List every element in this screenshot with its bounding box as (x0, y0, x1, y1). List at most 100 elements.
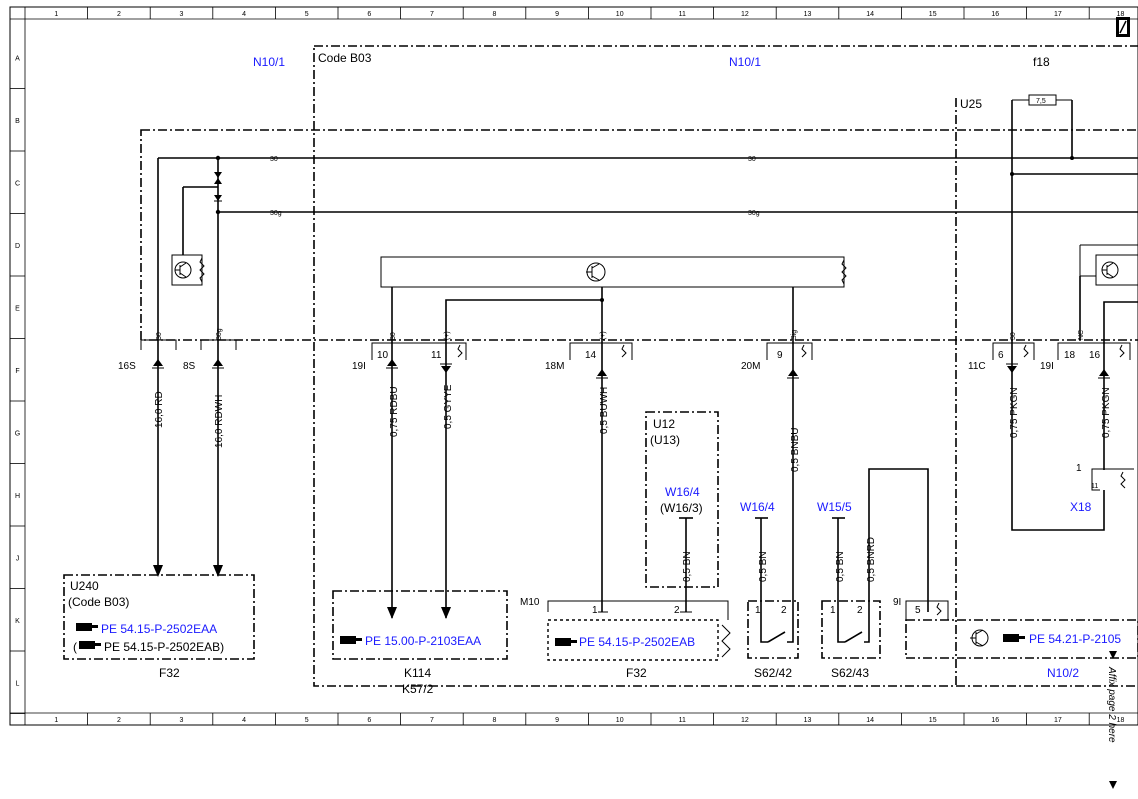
label-n10-2: N10/2 (1047, 666, 1079, 680)
arrow-icon (1109, 781, 1117, 789)
wire-16rdwh: 16,0 RDWH (214, 395, 225, 448)
wire-075pkgn-b: 0,75 PKGN (1101, 387, 1112, 438)
grid-column-label: 11 (679, 717, 686, 724)
ref-u240-a: PE 54.15-P-2502EAA (101, 622, 217, 636)
grid-column-label: 12 (741, 717, 749, 724)
grid-column-label: 17 (1054, 717, 1062, 724)
grid-column-label: 2 (117, 717, 121, 724)
arrow-icon (1109, 651, 1117, 659)
pin-30-b: 30 (390, 332, 397, 340)
grid-row-label: K (15, 618, 20, 625)
grid-row-label: H (15, 493, 20, 500)
pin-30-c: 30 (1010, 332, 1017, 340)
conn-19i-b: 19I (1040, 361, 1054, 372)
label-w15-5: W15/5 (817, 500, 852, 514)
grid-row-label: C (15, 180, 20, 187)
label-w16-3: (W16/3) (660, 501, 703, 515)
diode-pair (182, 172, 222, 255)
label-u13: (U13) (650, 433, 680, 447)
motor-icon (970, 629, 989, 647)
pin-16: 16 (1089, 350, 1101, 361)
diagram-frame (9, 6, 1138, 726)
wire-16-rdwh: 16,0 RDWH (212, 340, 225, 577)
w15-5-ground: W15/5 0,5 BN (817, 500, 852, 612)
grid-column-label: 5 (305, 11, 309, 18)
grid-column-label: 1 (54, 11, 58, 18)
conn-9i: 9I (893, 597, 901, 608)
grid-column-label: 10 (616, 11, 624, 18)
switch-s62-42: 1 2 S62/42 (747, 600, 799, 680)
s62-42-pin2: 2 (781, 605, 787, 616)
connector-20m: 20M 9 (741, 342, 813, 372)
connector-19i-a: 19I 10 11 (352, 342, 467, 372)
grid-corner-icon (1116, 17, 1130, 37)
wire-05-buwh: 0,5 BUWH (596, 340, 610, 612)
grid-row-label: D (15, 243, 20, 250)
grid-row-label: L (16, 680, 20, 687)
bus-30: 30 30 (158, 155, 1138, 163)
grid-column-label: 6 (367, 717, 371, 724)
u240-block: U240 (Code B03) PE 54.15-P-2502EAA ( PE … (63, 574, 255, 680)
ref-u240-b: PE 54.15-P-2502EAB) (104, 640, 224, 654)
grid-column-label: 18 (1117, 717, 1125, 724)
pin-9: 9 (777, 350, 783, 361)
conn-11c: 11C (968, 361, 986, 372)
pin-30g: 30g (216, 328, 223, 340)
label-f32-mid: F32 (626, 666, 647, 680)
bus-30-label-b: 30 (748, 156, 756, 163)
bus-30-label-a: 30 (270, 156, 278, 163)
grid-row-label: F (15, 368, 19, 375)
pointing-hand-icon (79, 641, 101, 649)
pointing-hand-icon (340, 636, 362, 644)
grid-column-label: 16 (991, 717, 999, 724)
connector-18m: 18M 14 (545, 342, 633, 372)
grid-column-label: 17 (1054, 11, 1062, 18)
s62-42-pin1: 1 (755, 605, 761, 616)
pin-6: 6 (998, 350, 1004, 361)
conn-8s: 8S (183, 361, 196, 372)
ref-n10-2: PE 54.21-P-2105 (1029, 632, 1121, 646)
pin-plus-a: (+) (444, 331, 451, 340)
grid-column-label: 3 (180, 717, 184, 724)
grid-row-label: A (15, 55, 20, 62)
pin-14: 14 (585, 350, 597, 361)
conn-19i-a: 19I (352, 361, 366, 372)
wire-05-gyye: 0,5 GYYE (440, 340, 454, 619)
grid-row-label: G (15, 430, 20, 437)
grid-column-label: 14 (866, 717, 874, 724)
bus-30g-label-b: 30g (748, 210, 760, 217)
grid-column-label: 15 (929, 11, 937, 18)
code-b03-boundary (313, 45, 1138, 687)
pin-plus-b: (+) (600, 331, 607, 340)
connector-16s: 16S (118, 339, 177, 372)
label-n10-1-mid: N10/1 (729, 55, 761, 69)
fuse-f18: 7,5 (1010, 94, 1138, 340)
x18-pin11: 11 (1091, 483, 1098, 490)
label-n10-1-left: N10/1 (253, 55, 285, 69)
wire-05bn-a: 0,5 BN (682, 551, 693, 582)
transistor-icon (171, 254, 205, 286)
grid-column-label: 16 (991, 11, 999, 18)
m10-block: M10 1 2 PE 54.15-P-2502EAB F32 (520, 597, 731, 680)
pin-18: 18 (1064, 350, 1076, 361)
wire-05bn-b: 0,5 BN (758, 551, 769, 582)
ref-f32: PE 54.15-P-2502EAB (579, 635, 695, 649)
column-grid: 1122334455667788991010111112121313141415… (24, 7, 1125, 725)
grid-column-label: 14 (866, 11, 874, 18)
connector-8s: 8S (183, 339, 237, 372)
grid-column-label: 9 (555, 11, 559, 18)
n10-2-block: 9I 5 PE 54.21-P-2105 N10/2 (893, 597, 1138, 680)
label-f32-left: F32 (159, 666, 180, 680)
switch-s62-43: 1 2 S62/43 (821, 600, 881, 680)
grid-column-label: 8 (493, 11, 497, 18)
u12-block: U12 (U13) W16/4 (W16/3) 0,5 BN (645, 411, 719, 612)
pin-nc: NC (1078, 330, 1085, 340)
w16-4-ground: W16/4 0,5 BN (740, 500, 775, 612)
affix-note: Affix page 2 here (1106, 651, 1117, 789)
grid-column-label: 4 (242, 11, 246, 18)
affix-text: Affix page 2 here (1106, 666, 1117, 743)
grid-column-label: 7 (430, 717, 434, 724)
wire-16-rd: 16,0 RD (152, 340, 165, 577)
pin-11: 11 (431, 350, 442, 361)
grid-column-label: 1 (54, 717, 58, 724)
